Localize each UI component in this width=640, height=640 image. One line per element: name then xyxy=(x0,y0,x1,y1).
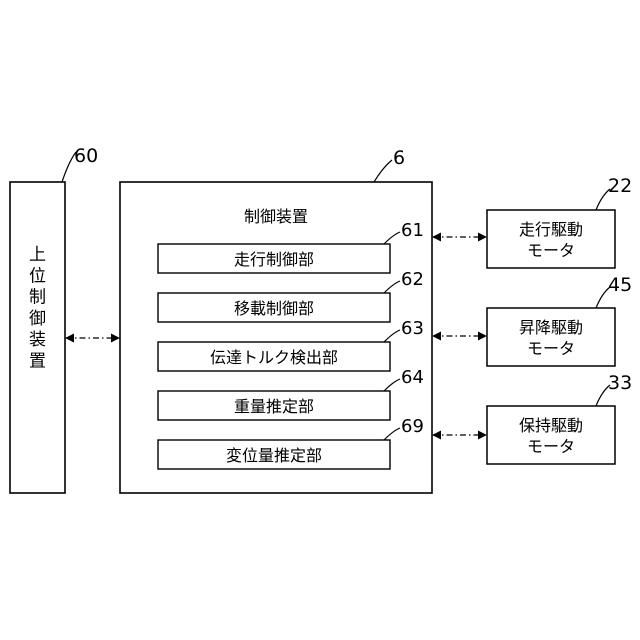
host-controller-ref: 60 xyxy=(74,145,98,167)
host-controller-label: 上位制御装置 xyxy=(29,245,46,371)
unit-ref: 62 xyxy=(401,269,424,290)
unit-label: 走行制御部 xyxy=(234,250,314,269)
leader-line xyxy=(374,160,392,182)
motor-label-line2: モータ xyxy=(527,437,575,456)
unit-ref: 63 xyxy=(401,318,424,339)
motor-label-line1: 昇降駆動 xyxy=(519,318,583,337)
motor-label-line2: モータ xyxy=(527,339,575,358)
motor-ref: 33 xyxy=(608,372,632,394)
motor-ref: 45 xyxy=(608,274,632,296)
host-controller-block: 上位制御装置 60 xyxy=(10,145,98,493)
unit-ref: 61 xyxy=(401,220,424,241)
motor-ref: 22 xyxy=(608,175,632,197)
motor-label-line1: 保持駆動 xyxy=(519,416,583,435)
controller-title: 制御装置 xyxy=(244,207,308,226)
motor-label-line2: モータ xyxy=(527,241,575,260)
hold-drive-motor: 保持駆動 モータ 33 xyxy=(487,372,632,464)
unit-ref: 64 xyxy=(401,367,424,388)
unit-label: 移載制御部 xyxy=(234,299,314,318)
motor-label-line1: 走行駆動 xyxy=(519,220,583,239)
unit-label: 伝達トルク検出部 xyxy=(210,348,338,367)
unit-ref: 69 xyxy=(401,416,424,437)
travel-drive-motor: 走行駆動 モータ 22 xyxy=(487,175,632,268)
lift-drive-motor: 昇降駆動 モータ 45 xyxy=(487,274,632,366)
controller-ref: 6 xyxy=(393,147,405,169)
unit-label: 重量推定部 xyxy=(234,397,314,416)
unit-label: 変位量推定部 xyxy=(226,446,322,465)
